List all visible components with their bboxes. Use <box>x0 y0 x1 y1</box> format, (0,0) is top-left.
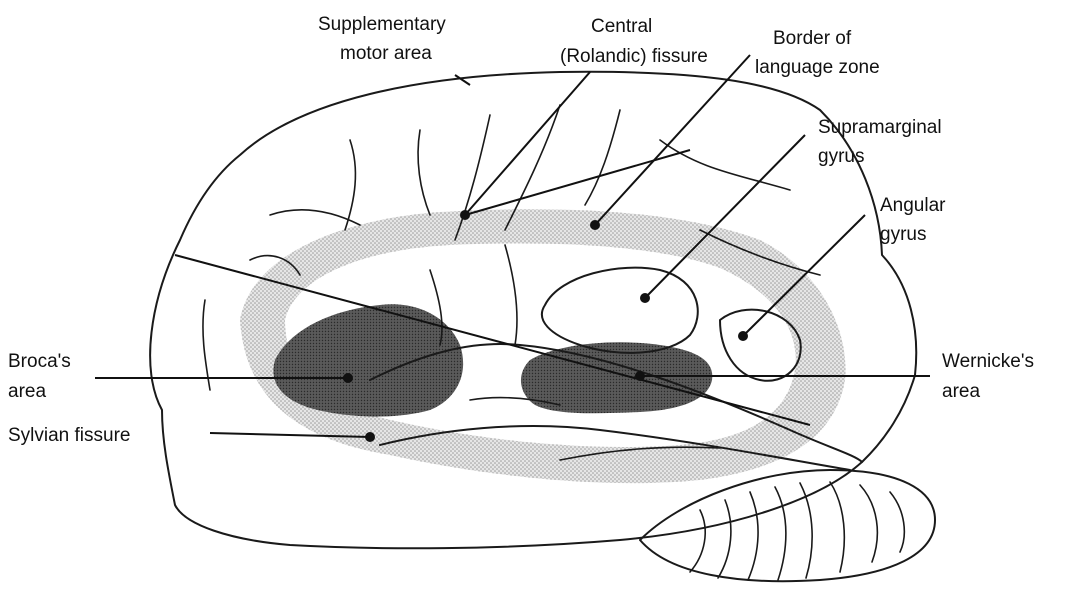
label-supplementary-motor-line1: Supplementary <box>318 14 446 35</box>
label-angular-line1: Angular <box>880 195 946 216</box>
label-broca-line2: area <box>8 381 46 402</box>
label-central-fissure-line1: Central <box>591 16 652 37</box>
dot-marker-icon <box>365 432 375 442</box>
dot-marker-icon <box>640 293 650 303</box>
cerebellum <box>640 470 935 581</box>
supramarginal-loop <box>542 268 698 353</box>
label-supramarginal-line2: gyrus <box>818 146 864 167</box>
label-angular-line2: gyrus <box>880 224 926 245</box>
label-wernicke-line2: area <box>942 381 980 402</box>
dot-marker-icon <box>738 331 748 341</box>
broca-area-region <box>273 304 463 416</box>
dot-marker-icon <box>590 220 600 230</box>
dot-marker-icon <box>635 371 645 381</box>
label-language-border-line2: language zone <box>755 57 880 78</box>
label-wernicke-line1: Wernicke's <box>942 351 1034 372</box>
dot-marker-icon <box>460 210 470 220</box>
label-supramarginal-line1: Supramarginal <box>818 117 942 138</box>
cerebellum-folia <box>690 482 904 580</box>
label-broca-line1: Broca's <box>8 351 71 372</box>
label-language-border-line1: Border of <box>773 28 852 49</box>
label-sylvian-fissure: Sylvian fissure <box>8 425 131 446</box>
label-central-fissure-line2: (Rolandic) fissure <box>560 46 708 67</box>
label-supplementary-motor-line2: motor area <box>340 43 432 64</box>
dot-marker-icon <box>343 373 353 383</box>
